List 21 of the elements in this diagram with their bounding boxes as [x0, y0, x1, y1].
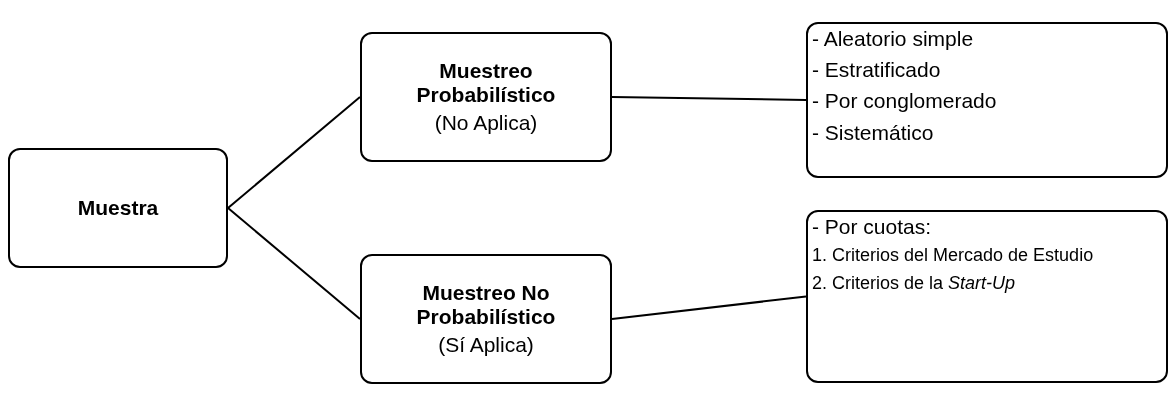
list-box	[806, 22, 1168, 178]
rounded-box	[360, 32, 612, 162]
connector-line	[227, 96, 361, 209]
box-subtitle: (No Aplica)	[434, 111, 538, 136]
connector-line	[611, 96, 807, 101]
connector-line	[611, 295, 807, 320]
connector-line	[227, 207, 361, 320]
rounded-box	[360, 254, 612, 384]
list-box	[806, 210, 1168, 383]
list-item: - Sistemático	[812, 119, 934, 145]
list-item: 2. Criterios de la Start-Up	[812, 272, 1016, 295]
list-item: - Por conglomerado	[812, 88, 997, 114]
box-title: Muestra	[77, 195, 159, 221]
box-subtitle: (Sí Aplica)	[438, 333, 534, 358]
box-title: Muestreo Probabilístico	[415, 58, 557, 108]
list-item: 1. Criterios del Mercado de Estudio	[812, 245, 1094, 267]
list-item: - Aleatorio simple	[812, 26, 974, 52]
rounded-box	[8, 148, 228, 268]
box-title: Muestreo No Probabilístico	[415, 280, 557, 330]
list-item: - Por cuotas:	[812, 214, 932, 240]
list-item: - Estratificado	[812, 57, 941, 83]
